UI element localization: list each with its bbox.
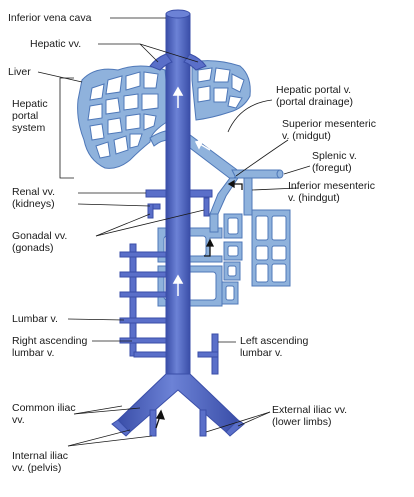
label-hepatic-portal-system: Hepatic portal system bbox=[12, 98, 48, 134]
label-hepatic-veins: Hepatic vv. bbox=[30, 38, 82, 50]
label-internal-iliac-veins: Internal iliac vv. (pelvis) bbox=[12, 450, 69, 474]
gonadal-vein-left bbox=[203, 197, 210, 217]
systemic-veins bbox=[111, 9, 245, 437]
common-iliac-veins bbox=[117, 373, 239, 433]
label-inferior-mesenteric-vein: Inferior mesenteric v. (hindgut) bbox=[288, 180, 375, 204]
label-lumbar-vein: Lumbar v. bbox=[12, 313, 58, 325]
inferior-mesenteric-vein bbox=[243, 177, 253, 216]
label-inferior-vena-cava: Inferior vena cava bbox=[8, 12, 92, 24]
label-external-iliac-veins: External iliac vv. (lower limbs) bbox=[272, 404, 348, 428]
ivc-top-opening bbox=[165, 9, 191, 19]
label-superior-mesenteric-vein: Superior mesenteric v. (midgut) bbox=[282, 118, 376, 142]
label-right-ascending-lumbar-vein: Right ascending lumbar v. bbox=[12, 335, 88, 359]
label-splenic-vein: Splenic v. (foregut) bbox=[312, 150, 357, 174]
leader-lines bbox=[37, 17, 311, 447]
external-iliac-vein-right bbox=[111, 419, 131, 437]
hepatic-portal-vein bbox=[149, 129, 241, 181]
inferior-vena-cava bbox=[165, 13, 191, 381]
black-arrows bbox=[155, 179, 243, 429]
label-liver: Liver bbox=[8, 66, 31, 78]
flow-arrows bbox=[172, 86, 211, 296]
hepatic-veins bbox=[149, 53, 207, 71]
internal-iliac-vein-right bbox=[149, 409, 157, 437]
external-iliac-vein-left bbox=[225, 419, 245, 437]
label-common-iliac-veins: Common iliac vv. bbox=[12, 402, 76, 426]
label-renal-veins: Renal vv. (kidneys) bbox=[12, 186, 55, 210]
label-hepatic-portal-vein: Hepatic portal v. (portal drainage) bbox=[276, 84, 354, 108]
internal-iliac-vein-left bbox=[199, 409, 207, 437]
splenic-vein-end bbox=[276, 169, 284, 179]
label-left-ascending-lumbar-vein: Left ascending lumbar v. bbox=[240, 335, 309, 359]
label-gonadal-veins: Gonadal vv. (gonads) bbox=[12, 230, 68, 254]
